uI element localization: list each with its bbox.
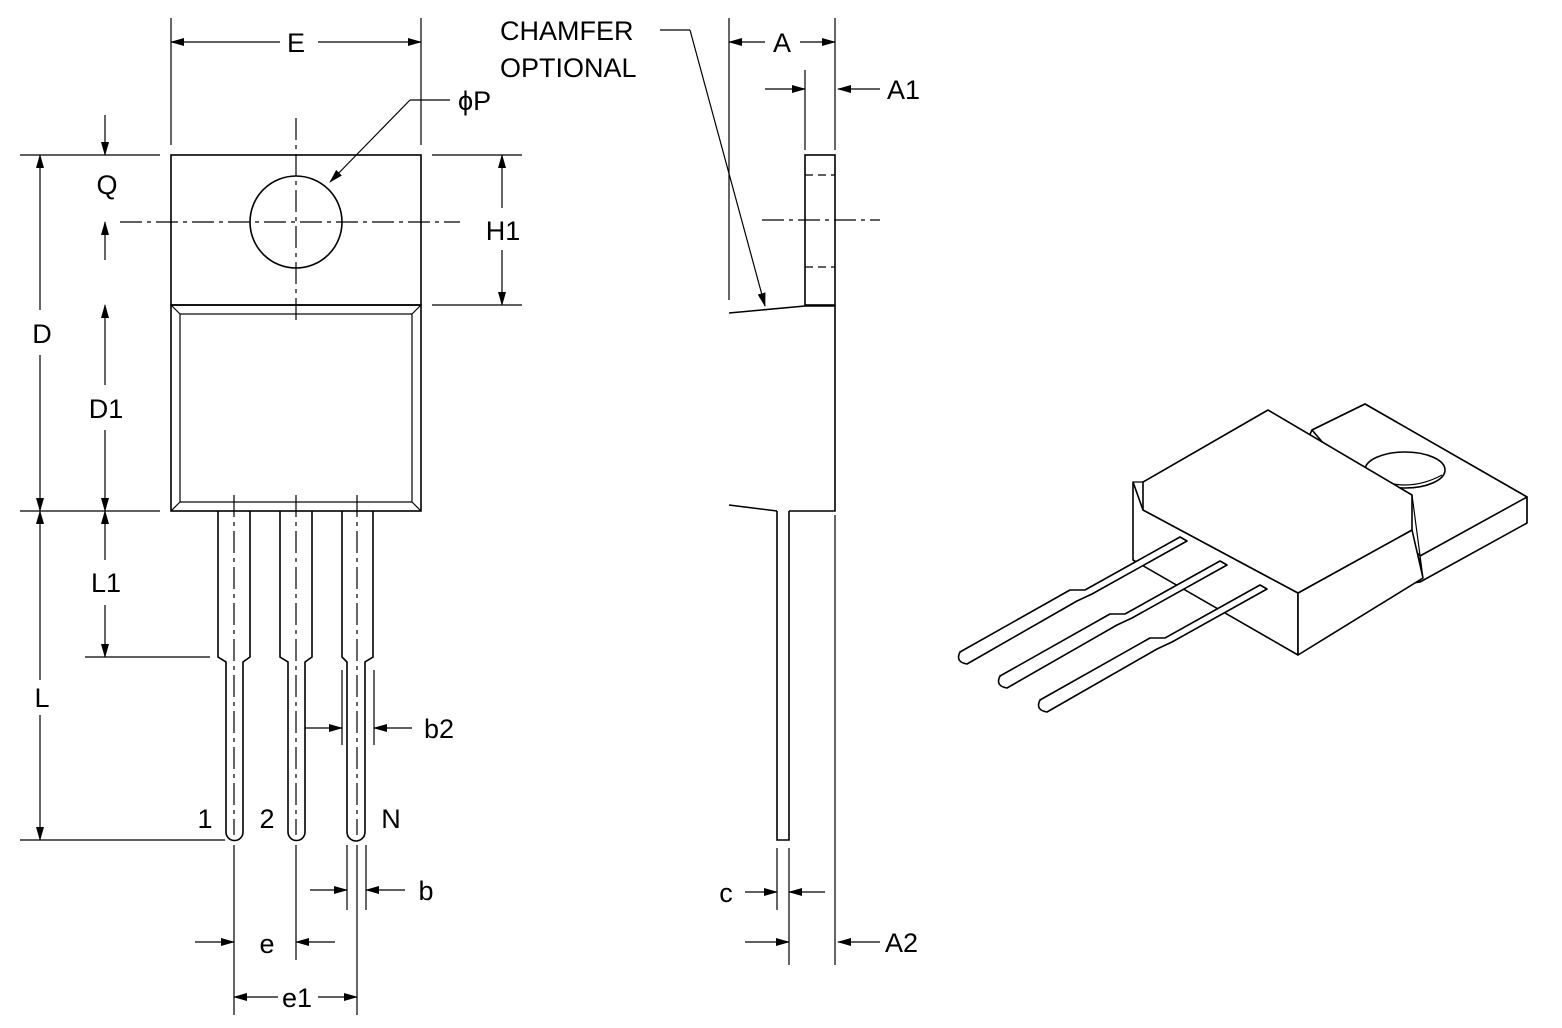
dim-label-H1: H1 xyxy=(486,216,521,246)
dim-label-A: A xyxy=(773,28,791,58)
dim-label-L: L xyxy=(34,683,49,713)
dim-label-phiP: ϕP xyxy=(458,86,491,116)
dim-label-b2: b2 xyxy=(424,714,454,744)
dim-label-e: e xyxy=(259,929,274,959)
dim-label-A2: A2 xyxy=(885,928,918,958)
dim-label-Q: Q xyxy=(96,170,117,200)
dim-label-e1: e1 xyxy=(282,983,312,1013)
dim-label-D: D xyxy=(32,319,52,349)
dim-label-b: b xyxy=(418,876,433,906)
body-outline xyxy=(170,304,422,512)
dim-label-E: E xyxy=(287,28,305,58)
optional-label: OPTIONAL xyxy=(500,53,637,83)
chamfer-label: CHAMFER xyxy=(500,16,634,46)
dim-label-c: c xyxy=(719,878,733,908)
leads xyxy=(217,495,374,842)
pin-label-1: 1 xyxy=(197,804,212,834)
isometric-view xyxy=(957,403,1528,713)
iso-leads xyxy=(957,536,1268,713)
pin-label-N: N xyxy=(381,804,401,834)
front-view: E ϕP Q H1 D D1 L1 L b2 1 2 N b e e1 xyxy=(20,18,522,1015)
pin-label-2: 2 xyxy=(259,804,274,834)
dim-label-D1: D1 xyxy=(89,394,124,424)
dim-label-L1: L1 xyxy=(91,568,121,598)
dim-label-A1: A1 xyxy=(887,75,920,105)
side-view: CHAMFER OPTIONAL A A1 c A2 xyxy=(500,16,920,965)
